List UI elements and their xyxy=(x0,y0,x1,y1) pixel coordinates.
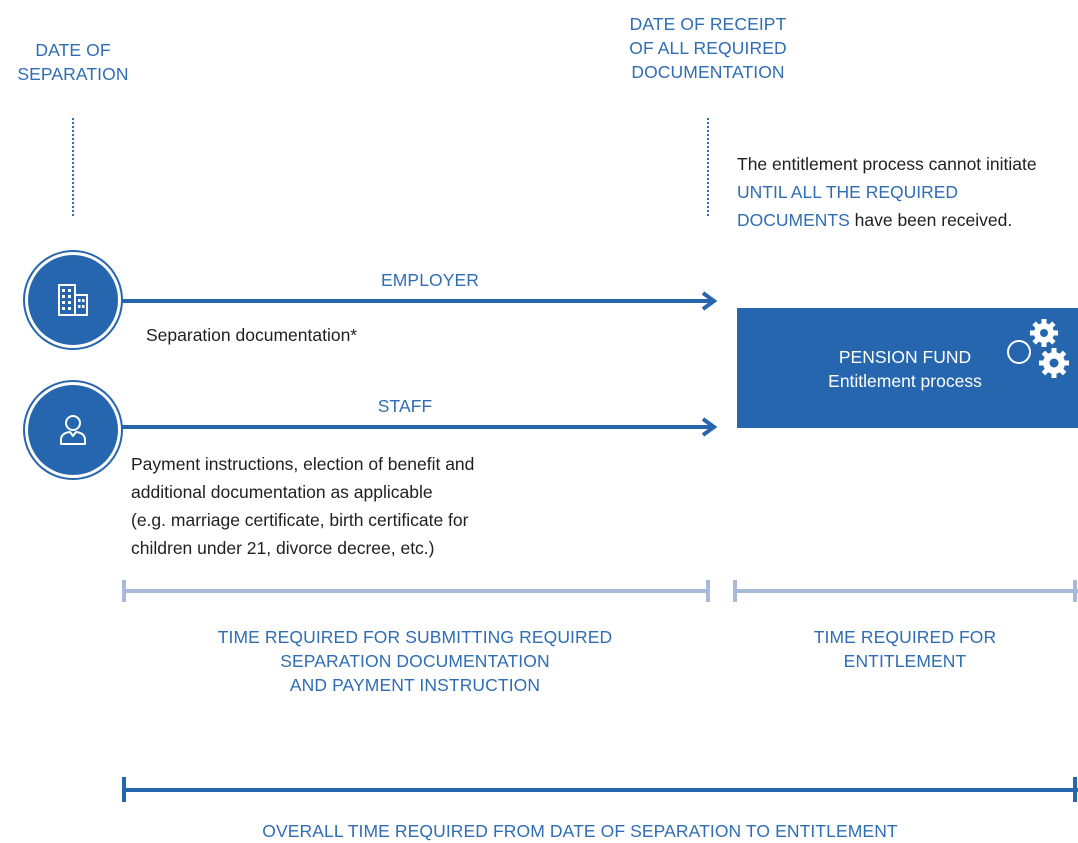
overall-time-label: OVERALL TIME REQUIRED FROM DATE OF SEPAR… xyxy=(262,821,898,841)
pension-fund-title: PENSION FUND xyxy=(838,347,972,367)
submitting-time-label: TIME REQUIRED FOR SUBMITTING REQUIRED SE… xyxy=(145,625,685,697)
date-of-receipt-heading: DATE OF RECEIPT OF ALL REQUIRED DOCUMENT… xyxy=(580,12,836,84)
staff-description-line: children under 21, divorce decree, etc.) xyxy=(131,538,435,558)
label-line: AND PAYMENT INSTRUCTION xyxy=(289,675,541,695)
staff-description-line: Payment instructions, election of benefi… xyxy=(131,454,475,474)
separation-marker-dots xyxy=(72,118,74,216)
label-line: SEPARATION DOCUMENTATION xyxy=(280,651,550,671)
pension-fund-text: PENSION FUND Entitlement process xyxy=(815,345,995,393)
submitting-time-bar xyxy=(122,589,710,593)
overall-time-bar xyxy=(122,788,1078,792)
employer-arrowhead xyxy=(701,291,718,311)
employer-label: EMPLOYER xyxy=(380,270,480,290)
heading-line: DOCUMENTATION xyxy=(631,62,785,82)
note-text: The entitlement process cannot initiate xyxy=(737,154,1037,174)
building-icon xyxy=(58,284,88,316)
entitlement-bar-start-tick xyxy=(733,580,737,602)
label-line: ENTITLEMENT xyxy=(843,651,967,671)
label-line: TIME REQUIRED FOR xyxy=(813,627,997,647)
receipt-marker-dots xyxy=(707,118,709,216)
employer-arrow-line xyxy=(122,299,712,303)
employer-circle xyxy=(28,255,118,345)
gears-icon xyxy=(1007,319,1069,378)
entitlement-time-bar xyxy=(733,589,1078,593)
overall-bar-end-tick xyxy=(1073,777,1077,802)
staff-arrowhead xyxy=(701,417,718,437)
note-highlight: UNTIL ALL THE REQUIRED DOCUMENTS xyxy=(737,182,959,230)
entitlement-bar-end-tick xyxy=(1073,580,1077,602)
staff-arrow-line xyxy=(122,425,712,429)
staff-description-line: (e.g. marriage certificate, birth certif… xyxy=(131,510,469,530)
heading-line: DATE OF xyxy=(35,40,111,60)
pension-fund-box xyxy=(737,308,1078,428)
staff-circle xyxy=(28,385,118,475)
entitlement-note: The entitlement process cannot initiate … xyxy=(737,150,1072,234)
pension-fund-subtitle: Entitlement process xyxy=(828,371,982,391)
date-of-separation-heading: DATE OF SEPARATION xyxy=(0,38,146,86)
submitting-bar-start-tick xyxy=(122,580,126,602)
staff-description-line: additional documentation as applicable xyxy=(131,482,433,502)
staff-label: STAFF xyxy=(377,396,433,416)
employer-description: Separation documentation* xyxy=(146,325,358,345)
entitlement-time-label: TIME REQUIRED FOR ENTITLEMENT xyxy=(760,625,1050,673)
note-text-end: have been received. xyxy=(849,210,1013,230)
label-line: TIME REQUIRED FOR SUBMITTING REQUIRED xyxy=(217,627,613,647)
staff-description: Payment instructions, election of benefi… xyxy=(131,450,631,562)
submitting-bar-end-tick xyxy=(706,580,710,602)
heading-line: DATE OF RECEIPT xyxy=(629,14,787,34)
overall-bar-start-tick xyxy=(122,777,126,802)
heading-line: SEPARATION xyxy=(17,64,129,84)
heading-line: OF ALL REQUIRED xyxy=(629,38,787,58)
person-icon xyxy=(60,415,86,445)
